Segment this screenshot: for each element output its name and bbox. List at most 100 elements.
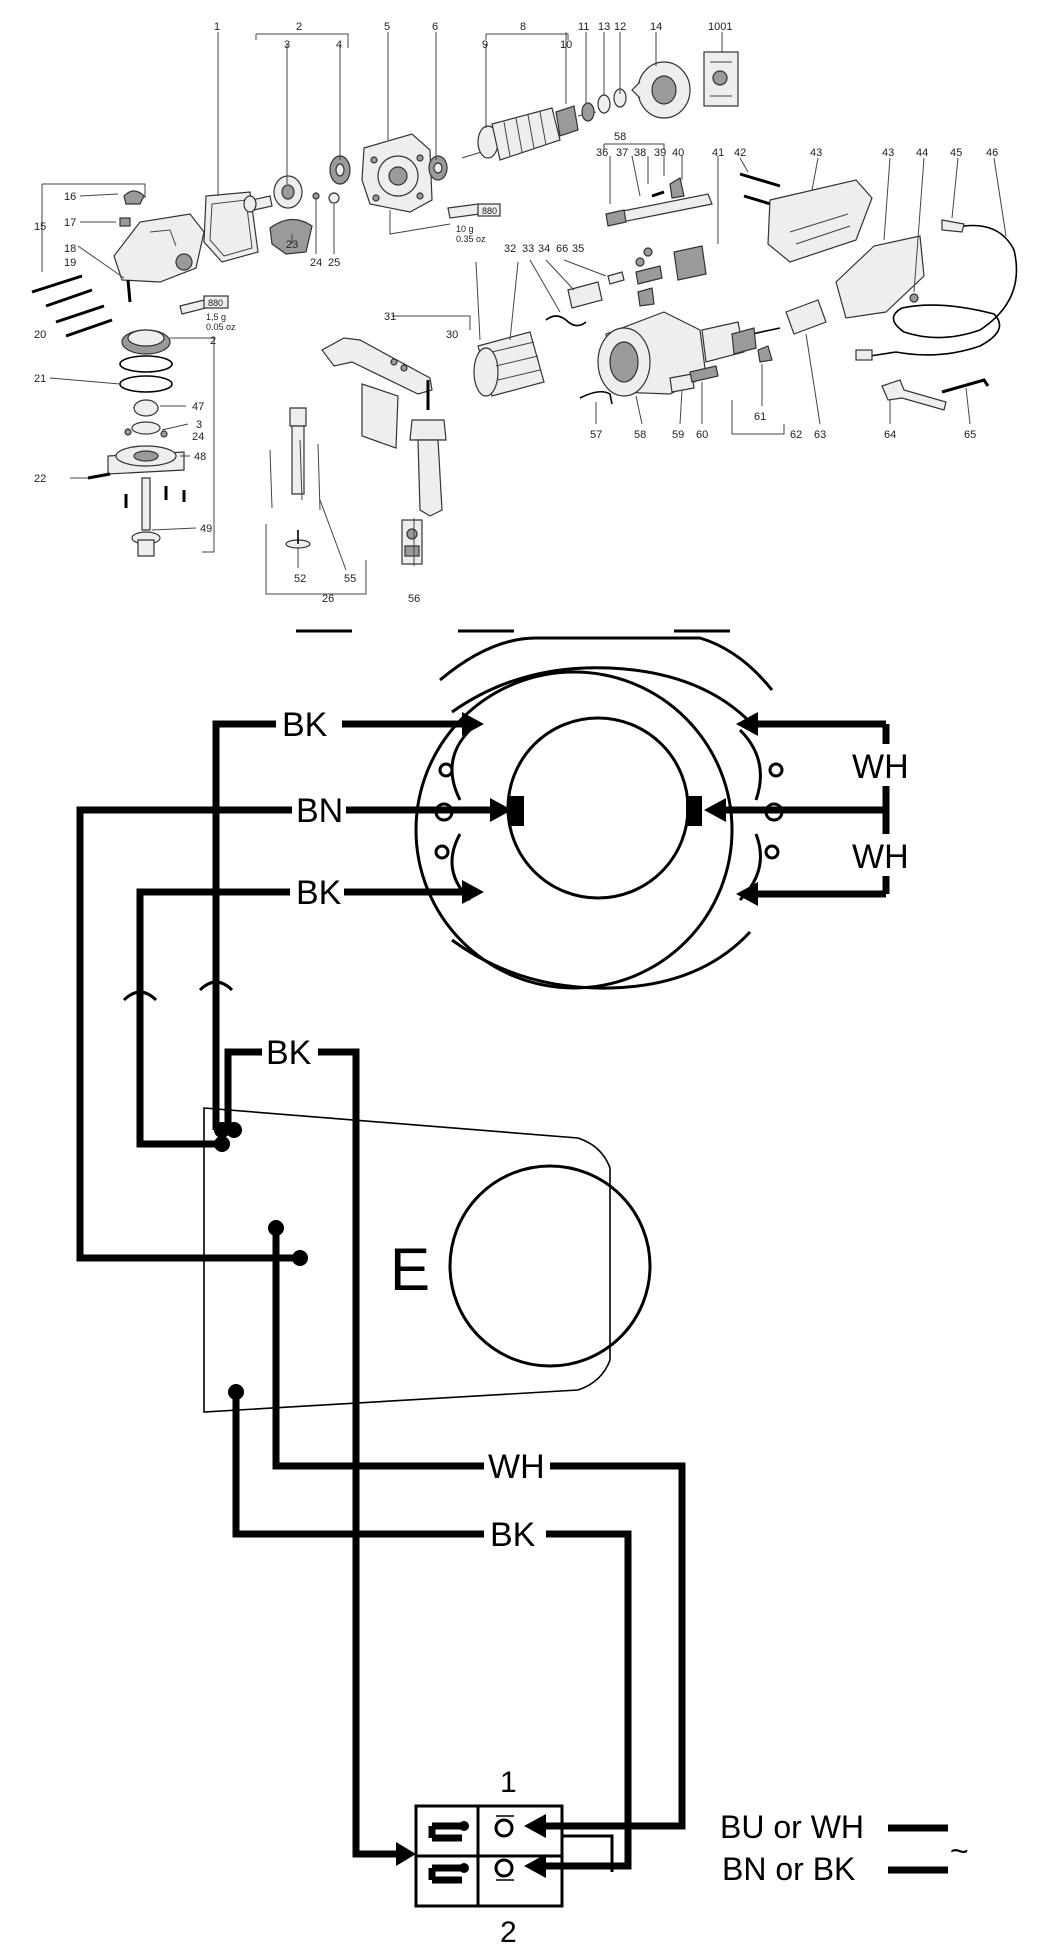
part-number-58-bottom: 58	[634, 429, 646, 441]
wire-wh-lower	[272, 1228, 686, 1830]
part-number-49: 49	[200, 523, 212, 535]
part-number-57: 57	[590, 429, 602, 441]
part-3-lower	[131, 421, 161, 435]
part-number-8: 8	[520, 21, 526, 33]
part-brush-holder	[731, 327, 757, 355]
switch-terminal-1: 1	[500, 1766, 517, 1799]
part-bearing-6	[428, 155, 448, 181]
part-number-36: 36	[596, 147, 608, 159]
part-60-badge	[689, 365, 719, 383]
wire-label-bk-mid: BK	[296, 874, 342, 912]
wire-bk-switch	[224, 1048, 400, 1858]
supply-label-2: BN or BK	[722, 1851, 855, 1887]
part-number-18: 18	[64, 243, 76, 255]
part-number-4: 4	[336, 39, 342, 51]
part-number-34: 34	[538, 243, 550, 255]
part-number-17: 17	[64, 217, 76, 229]
grease-qty-a-oz: 0.05 oz	[206, 322, 236, 332]
arrow-bk-switch	[396, 1842, 416, 1866]
part-number-25: 25	[328, 257, 340, 269]
part-guard-31	[321, 337, 433, 449]
part-number-43-a: 43	[810, 147, 822, 159]
part-number-52: 52	[294, 573, 306, 585]
part-number-10: 10	[560, 39, 572, 51]
part-pins-26	[269, 407, 321, 549]
node-dot-a	[214, 1122, 230, 1138]
wire-crossover-right	[198, 980, 234, 992]
grease-qty-a-g: 1,5 g	[206, 312, 226, 322]
part-clip-57	[579, 390, 613, 405]
wire-label-wh-lower: WH	[488, 1448, 545, 1486]
part-gear-head	[113, 190, 205, 283]
part-number-33: 33	[522, 243, 534, 255]
wire-label-bn: BN	[296, 792, 343, 830]
carbon-brush-left	[508, 796, 524, 826]
part-44	[909, 293, 919, 303]
part-pin-18	[126, 279, 132, 303]
wiring-diagram: BK BN BK WH WH E BK	[76, 636, 969, 1949]
grease-qty-b-g: 10 g	[456, 224, 474, 234]
part-armature	[461, 105, 597, 161]
part-number-1001: 1001	[708, 21, 732, 33]
node-dot-d	[268, 1220, 284, 1236]
grease-tube-a-label: 880	[208, 298, 223, 308]
part-motor-housing	[597, 311, 745, 397]
part-number-26: 26	[322, 593, 334, 605]
node-dot-c	[214, 1136, 230, 1152]
arrow-wh-mid	[704, 798, 726, 822]
part-59	[669, 373, 695, 393]
part-number-13: 13	[598, 21, 610, 33]
wire-label-bk-lower: BK	[490, 1516, 536, 1554]
part-spring-33	[545, 315, 587, 327]
part-handle-shell-a	[767, 179, 873, 263]
part-crown-gear	[121, 329, 171, 355]
part-number-44: 44	[916, 147, 928, 159]
part-number-2: 2	[296, 21, 302, 33]
part-bevel-gear	[243, 175, 303, 213]
part-number-23: 23	[286, 239, 298, 251]
part-number-56: 56	[408, 593, 420, 605]
part-number-24: 24	[310, 257, 322, 269]
part-handle-shell-b	[835, 235, 925, 319]
electronics-module: E	[203, 1107, 652, 1413]
wire-bk-top	[212, 720, 470, 1130]
part-label-34	[567, 281, 603, 309]
part-number-5: 5	[384, 21, 390, 33]
node-dot-e	[292, 1250, 308, 1266]
part-number-58-top: 58	[614, 131, 626, 143]
part-number-3: 3	[284, 39, 290, 51]
part-number-43-b: 43	[882, 147, 894, 159]
part-screws-15	[31, 274, 113, 338]
part-number-11: 11	[578, 21, 589, 33]
arrow-wh-bottom	[736, 882, 758, 906]
part-spindle	[131, 477, 161, 557]
part-number-32: 32	[504, 243, 516, 255]
part-number-35: 35	[572, 243, 584, 255]
part-number-65: 65	[964, 429, 976, 441]
part-number-45: 45	[950, 147, 962, 159]
part-screw-42a	[739, 172, 781, 188]
part-number-62: 62	[790, 429, 802, 441]
part-number-38: 38	[634, 147, 646, 159]
part-61	[757, 345, 773, 363]
wire-label-wh-top: WH	[852, 748, 909, 786]
part-number-20: 20	[34, 329, 46, 341]
part-power-cord	[855, 219, 1018, 361]
part-number-21: 21	[34, 373, 46, 385]
part-number-55: 55	[344, 573, 356, 585]
part-number-41: 41	[712, 147, 724, 159]
part-number-31: 31	[384, 311, 396, 323]
wire-bn	[76, 806, 500, 1262]
arrow-bk-lower	[524, 1854, 546, 1878]
ac-symbol: ~	[950, 1833, 969, 1869]
grease-tube-b-label: 880	[482, 206, 497, 216]
part-number-30: 30	[446, 329, 458, 341]
node-dot-b	[226, 1122, 242, 1138]
part-24-lower-a	[124, 428, 132, 436]
part-bushing-47	[133, 399, 159, 417]
carbon-brush-right	[686, 796, 702, 826]
part-bearing-4	[329, 155, 351, 185]
arrow-wh-lower	[524, 1814, 546, 1838]
part-hex-key-65	[941, 378, 990, 394]
